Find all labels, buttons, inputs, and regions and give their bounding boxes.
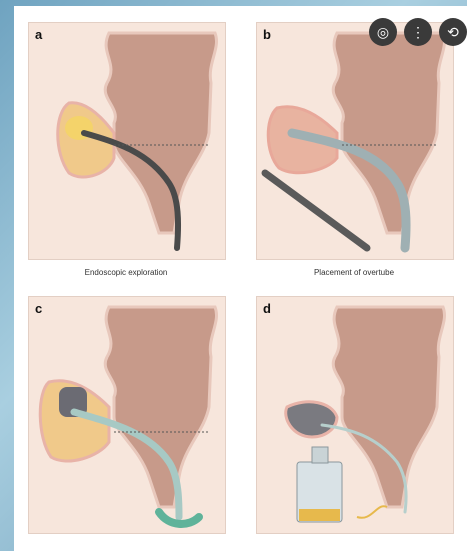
panel-c: c: [28, 296, 226, 534]
more-vertical-icon: ⋮: [411, 24, 425, 41]
panel-a: a: [28, 22, 226, 260]
panel-b-illustration: [257, 23, 453, 259]
panel-c-illustration: [29, 297, 225, 533]
figure-frame: a Endoscopic exploration b Placement of …: [14, 6, 467, 551]
lens-icon: ◎: [377, 24, 389, 41]
lens-button[interactable]: ◎: [369, 18, 397, 46]
share-icon: ⟲: [447, 24, 459, 41]
panel-a-illustration: [29, 23, 225, 259]
more-button[interactable]: ⋮: [404, 18, 432, 46]
caption-b: Placement of overtube: [256, 268, 452, 277]
panel-d: d: [256, 296, 454, 534]
caption-a: Endoscopic exploration: [28, 268, 224, 277]
panel-d-illustration: [257, 297, 453, 533]
share-button[interactable]: ⟲: [439, 18, 467, 46]
panel-b: b: [256, 22, 454, 260]
